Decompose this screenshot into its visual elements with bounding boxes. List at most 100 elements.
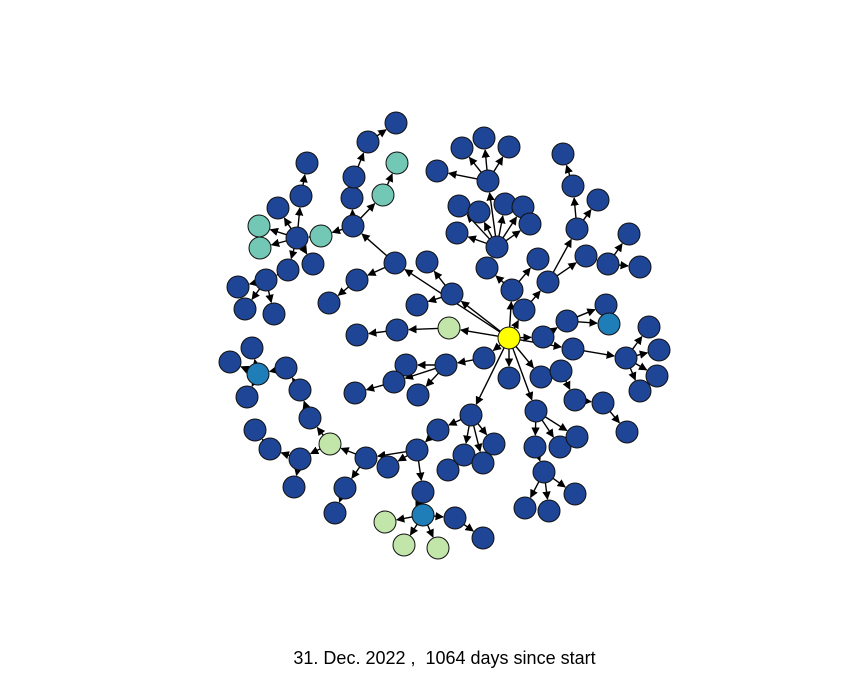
graph-node [482, 432, 506, 456]
graph-node [341, 214, 365, 238]
graph-node [394, 353, 418, 377]
graph-edge [495, 275, 505, 285]
graph-node [289, 184, 313, 208]
graph-node [532, 460, 556, 484]
graph-edge [397, 453, 408, 462]
graph-edge [293, 466, 303, 477]
graph-node [549, 359, 573, 383]
graph-node [356, 130, 380, 154]
graph-node [434, 353, 458, 377]
graph-edge [467, 235, 487, 245]
graph-node [476, 169, 500, 193]
graph-node [443, 506, 467, 530]
graph-edge [368, 328, 387, 337]
graph-edge [609, 411, 620, 424]
graph-node [617, 222, 641, 246]
graph-node [531, 325, 555, 349]
graph-node [565, 425, 589, 449]
graph-node [537, 499, 561, 523]
graph-node [450, 136, 474, 160]
graph-edge [433, 511, 444, 521]
graph-node [565, 217, 589, 241]
graph-edge [416, 460, 425, 481]
graph-node [233, 297, 257, 321]
graph-edge [299, 245, 308, 255]
graph-node [354, 446, 378, 470]
graph-node [523, 435, 547, 459]
graph-node [437, 316, 461, 340]
graph-node [426, 536, 450, 560]
graph-edge [613, 243, 623, 256]
graph-node [246, 362, 270, 386]
graph-node [295, 151, 319, 175]
graph-edge [447, 170, 478, 180]
graph-edge [309, 446, 321, 455]
graph-node [561, 174, 585, 198]
graph-node [276, 258, 300, 282]
graph-node [637, 315, 661, 339]
graph-node [226, 275, 250, 299]
graph-node [340, 186, 364, 210]
graph-edge [468, 156, 482, 173]
graph-node [258, 437, 282, 461]
graph-node [288, 447, 312, 471]
graph-edge [269, 227, 287, 236]
graph-edge [577, 318, 598, 327]
graph-edge [493, 156, 504, 173]
graph-node [497, 366, 521, 390]
graph-edge [385, 173, 394, 186]
graph-node [392, 533, 416, 557]
graph-edge [367, 266, 386, 276]
graph-node [586, 188, 610, 212]
graph-edge [426, 524, 434, 538]
root-node [497, 326, 521, 350]
graph-edge [529, 481, 540, 499]
graph-edge [351, 466, 361, 479]
graph-edge [280, 451, 290, 460]
graph-node [248, 236, 272, 260]
graph-node [467, 200, 491, 224]
graph-node [596, 252, 620, 276]
graph-node [472, 346, 496, 370]
graph-edge [294, 207, 304, 228]
graph-edge [492, 342, 502, 352]
graph-node [383, 251, 407, 275]
graph-edge [515, 346, 534, 369]
graph-edge [486, 192, 497, 237]
graph-node [485, 235, 509, 259]
graph-edge [299, 173, 308, 186]
graph-node [526, 247, 550, 271]
graph-edge [618, 260, 629, 270]
graph-edge [463, 523, 474, 532]
graph-node [563, 388, 587, 412]
graph-node [561, 337, 585, 361]
graph-node [317, 291, 341, 315]
graph-node [436, 458, 460, 482]
graph-node [518, 212, 542, 236]
graph-edge [240, 365, 250, 374]
graph-edge [583, 350, 615, 359]
graph-node [411, 480, 435, 504]
graph-node [218, 350, 242, 374]
graph-edge [427, 295, 442, 304]
graph-node [513, 496, 537, 520]
graph-node [235, 385, 259, 409]
graph-node [500, 278, 524, 302]
graph-edge [302, 400, 311, 410]
graph-edge [251, 288, 261, 300]
graph-node [529, 365, 553, 389]
graph-node [597, 312, 621, 336]
graph-node [628, 379, 652, 403]
graph-edge [533, 452, 542, 462]
graph-edge [518, 267, 531, 283]
graph-edge [542, 482, 551, 500]
graph-nodes [218, 111, 671, 560]
graph-node [373, 510, 397, 534]
graph-node [440, 282, 464, 306]
graph-node [405, 293, 429, 317]
graph-edge [463, 425, 472, 445]
graph-node [288, 378, 312, 402]
graph-node [548, 435, 572, 459]
graph-node [298, 406, 322, 430]
graph-node [471, 526, 495, 550]
